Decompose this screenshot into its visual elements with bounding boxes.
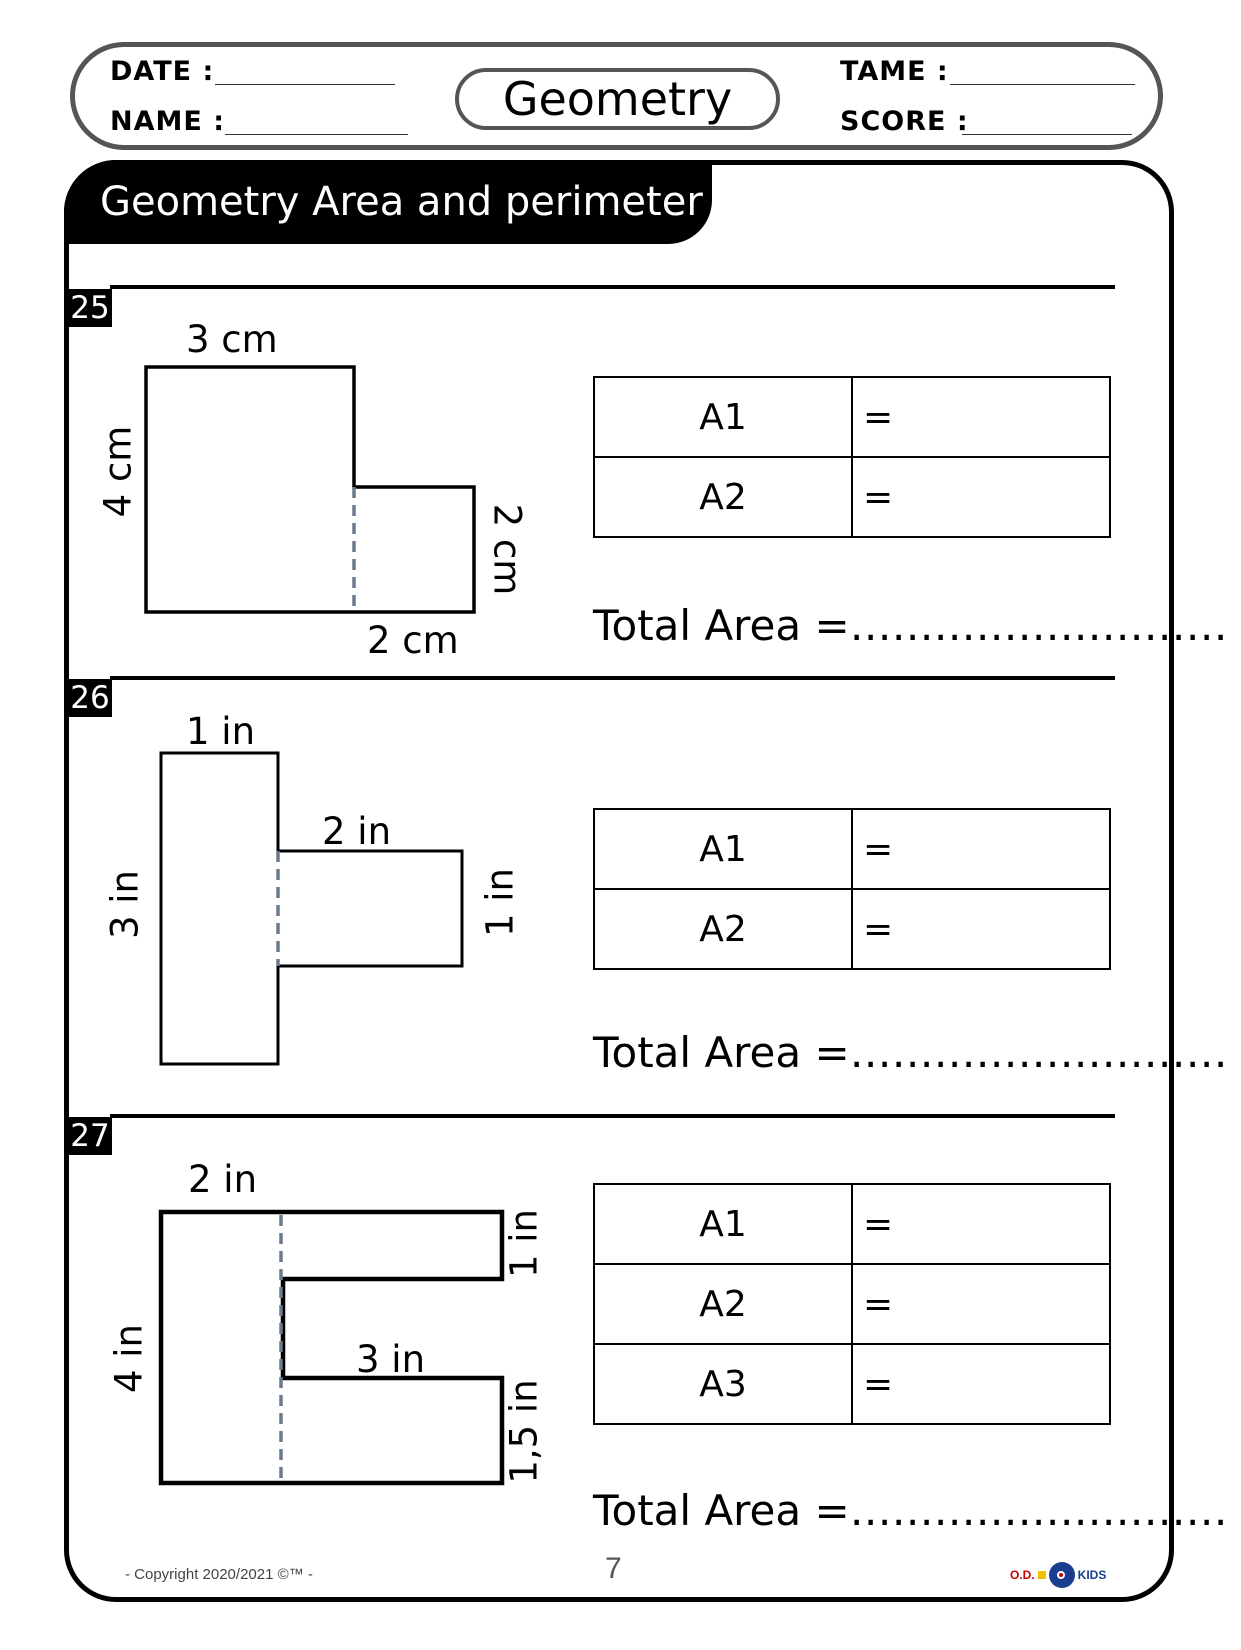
dim-26-right: 1 in (478, 867, 522, 938)
table-row: A1 = (593, 808, 1111, 890)
dim-26-left: 3 in (103, 869, 147, 940)
table-row: A3 = (593, 1343, 1111, 1425)
answer-table-27: A1 = A2 = A3 = (593, 1183, 1111, 1425)
copyright-text: - Copyright 2020/2021 ©™ - (125, 1566, 313, 1583)
logo-square-icon (1037, 1571, 1046, 1579)
table-row: A2 = (593, 1263, 1111, 1345)
area-answer-cell[interactable]: = (851, 376, 1111, 458)
page-title: Geometry (455, 68, 780, 130)
dim-27-right-bottom: 1,5 in (502, 1379, 546, 1484)
score-field[interactable] (962, 134, 1132, 135)
logo-circle-icon (1048, 1562, 1075, 1588)
dim-26-middle: 2 in (322, 810, 392, 853)
answer-table-25: A1 = A2 = (593, 376, 1111, 538)
area-label: A1 (593, 376, 853, 458)
problem-number-27: 27 (68, 1117, 112, 1155)
shape-26-outline (159, 751, 464, 1066)
dim-27-left: 4 in (107, 1323, 151, 1394)
header-frame (70, 42, 1163, 150)
tame-label: TAME : (840, 56, 949, 87)
separator-26 (110, 676, 1115, 680)
dim-27-middle: 3 in (356, 1338, 426, 1381)
dim-25-left: 4 cm (96, 425, 140, 518)
name-label: NAME : (110, 106, 226, 137)
area-answer-cell[interactable]: = (851, 888, 1111, 970)
score-label: SCORE : (840, 106, 969, 137)
brand-logo: O.D. KIDS (1010, 1562, 1106, 1588)
name-field[interactable] (225, 134, 408, 135)
area-answer-cell[interactable]: = (851, 1183, 1111, 1265)
logo-text-left: O.D. (1010, 1568, 1035, 1582)
dim-27-top: 2 in (188, 1158, 258, 1201)
logo-text-right: KIDS (1077, 1568, 1107, 1582)
date-label: DATE : (110, 56, 215, 87)
tame-field[interactable] (950, 84, 1135, 85)
dim-25-right: 2 cm (485, 503, 529, 596)
area-label: A2 (593, 1263, 853, 1345)
dim-25-top: 3 cm (186, 318, 278, 361)
separator-27 (110, 1114, 1115, 1118)
shape-27-outline (158, 1209, 505, 1486)
area-answer-cell[interactable]: = (851, 456, 1111, 538)
area-answer-cell[interactable]: = (851, 1263, 1111, 1345)
problem-number-25: 25 (68, 289, 112, 327)
dim-25-bottom: 2 cm (367, 619, 459, 662)
total-area-25[interactable]: Total Area =……………………… (593, 601, 1228, 650)
page-number: 7 (605, 1552, 622, 1585)
table-row: A2 = (593, 456, 1111, 538)
area-label: A2 (593, 888, 853, 970)
area-answer-cell[interactable]: = (851, 808, 1111, 890)
separator-25 (110, 285, 1115, 289)
problem-number-26: 26 (68, 679, 112, 717)
answer-table-26: A1 = A2 = (593, 808, 1111, 970)
area-label: A1 (593, 808, 853, 890)
area-label: A2 (593, 456, 853, 538)
area-label: A1 (593, 1183, 853, 1265)
area-label: A3 (593, 1343, 853, 1425)
table-row: A2 = (593, 888, 1111, 970)
shape-25-outline (144, 365, 476, 614)
area-answer-cell[interactable]: = (851, 1343, 1111, 1425)
table-row: A1 = (593, 376, 1111, 458)
section-banner: Geometry Area and perimeter (64, 160, 712, 244)
total-area-27[interactable]: Total Area =……………………… (593, 1486, 1228, 1535)
dim-27-right-top: 1 in (502, 1208, 546, 1279)
date-field[interactable] (215, 84, 395, 85)
table-row: A1 = (593, 1183, 1111, 1265)
total-area-26[interactable]: Total Area =……………………… (593, 1028, 1228, 1077)
dim-26-top: 1 in (186, 710, 256, 753)
